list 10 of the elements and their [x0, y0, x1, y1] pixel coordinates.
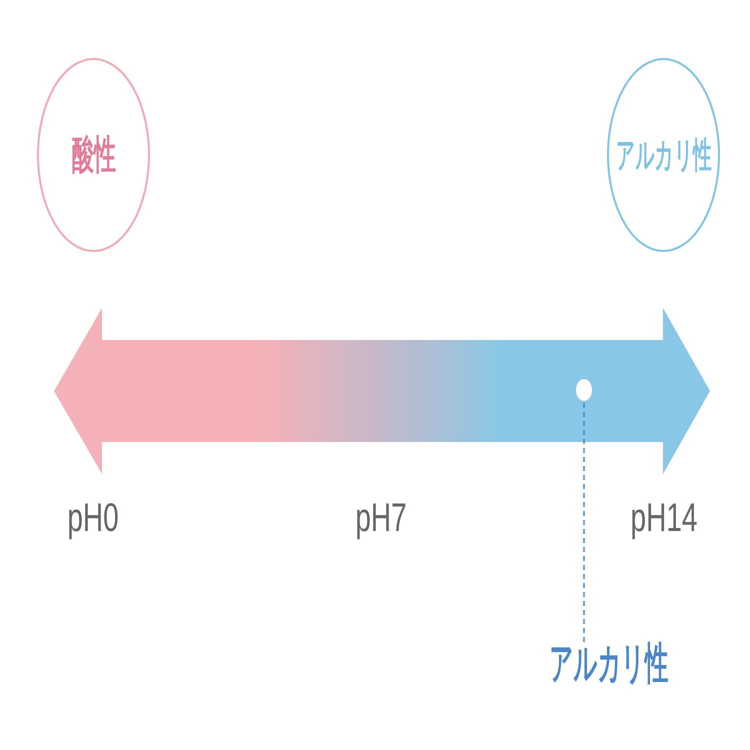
scale-label: pH7 [355, 498, 407, 538]
circle [607, 58, 720, 252]
marker-dot [576, 379, 592, 401]
circle-label: 酸性 [72, 135, 116, 175]
scale-label: pH0 [67, 498, 119, 538]
circle-label: アルカリ性 [616, 137, 712, 173]
callout-label: アルカリ性 [550, 642, 668, 686]
scale-label: pH14 [630, 498, 698, 538]
circle [37, 58, 150, 252]
leader-line [583, 401, 585, 642]
